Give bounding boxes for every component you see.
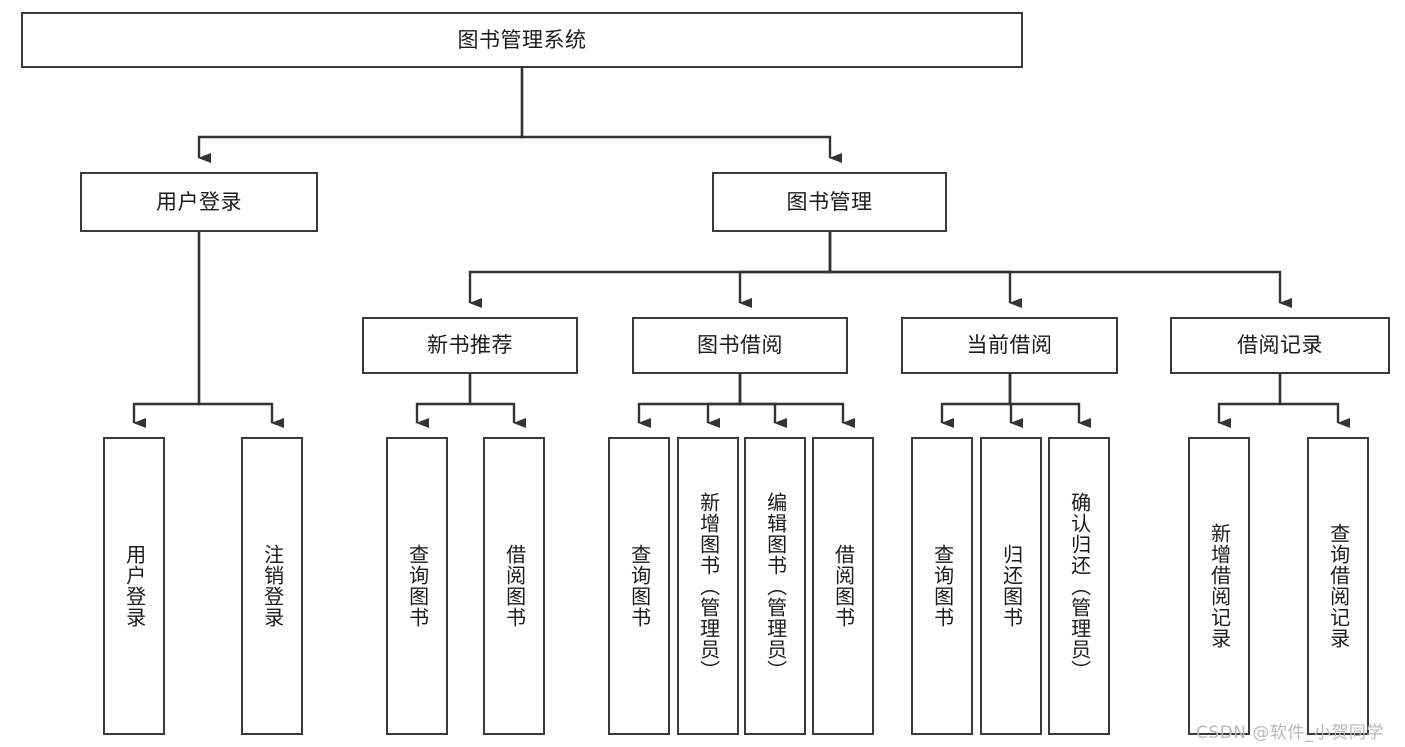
node-bookmgmt[interactable]: 图书管理: [712, 172, 947, 232]
node-leaf-borrow-3[interactable]: 编辑图书（管理员）: [744, 437, 806, 735]
node-label: 借阅图书: [831, 544, 856, 628]
connector-bookmgmt-to-borrow: [738, 232, 832, 308]
node-leaf-rec-2[interactable]: 查询借阅记录: [1307, 437, 1369, 735]
connector-borrow-to-leaf-borrow-3: [738, 374, 787, 428]
node-leaf-cur-2[interactable]: 归还图书: [980, 437, 1042, 735]
node-leaf-borrow-1[interactable]: 查询图书: [608, 437, 670, 735]
csdn-watermark: CSDN @软件_小贺同学: [1196, 723, 1384, 743]
node-label: 用户登录: [122, 544, 147, 628]
connector-records-to-leaf-rec-2: [1278, 374, 1350, 428]
node-root[interactable]: 图书管理系统: [21, 12, 1023, 68]
node-label: 图书借阅: [697, 333, 783, 358]
node-label: 新书推荐: [427, 333, 513, 358]
node-leaf-new-1[interactable]: 查询图书: [386, 437, 448, 735]
node-leaf-cur-1[interactable]: 查询图书: [911, 437, 973, 735]
node-leaf-login-2[interactable]: 注销登录: [241, 437, 303, 735]
connector-borrow-to-leaf-borrow-2: [706, 374, 742, 428]
connector-bookmgmt-to-current: [828, 232, 1022, 308]
node-label: 确认归还（管理员）: [1067, 491, 1092, 681]
connector-borrow-to-leaf-borrow-1: [637, 374, 742, 428]
node-label: 注销登录: [260, 544, 285, 628]
node-leaf-login-1[interactable]: 用户登录: [103, 437, 165, 735]
connector-root-to-login: [197, 68, 524, 163]
node-label: 归还图书: [999, 544, 1024, 628]
node-label: 查询借阅记录: [1326, 523, 1351, 649]
node-records[interactable]: 借阅记录: [1170, 317, 1390, 374]
node-label: 查询图书: [627, 544, 652, 628]
node-leaf-new-2[interactable]: 借阅图书: [483, 437, 545, 735]
node-label: 查询图书: [405, 544, 430, 628]
node-label: 编辑图书（管理员）: [763, 491, 788, 681]
node-label: 借阅记录: [1237, 333, 1323, 358]
connector-borrow-to-leaf-borrow-4: [738, 374, 855, 428]
node-newbook[interactable]: 新书推荐: [362, 317, 578, 374]
node-label: 当前借阅: [966, 333, 1053, 358]
node-current[interactable]: 当前借阅: [901, 317, 1118, 374]
connector-login-to-leaf-login-2: [197, 232, 284, 428]
node-label: 新增图书（管理员）: [696, 491, 721, 681]
connector-root-to-bookmgmt: [520, 68, 842, 163]
node-leaf-cur-3[interactable]: 确认归还（管理员）: [1048, 437, 1110, 735]
connector-login-to-leaf-login-1: [132, 232, 201, 428]
connector-newbook-to-leaf-new-1: [415, 374, 472, 428]
node-leaf-borrow-2[interactable]: 新增图书（管理员）: [677, 437, 739, 735]
node-label: 用户登录: [156, 189, 242, 214]
node-label: 图书管理系统: [457, 27, 587, 52]
connector-current-to-leaf-cur-1: [940, 374, 1012, 428]
node-leaf-rec-1[interactable]: 新增借阅记录: [1188, 437, 1250, 735]
connector-bookmgmt-to-newbook: [468, 232, 832, 308]
node-borrow[interactable]: 图书借阅: [632, 317, 848, 374]
node-label: 借阅图书: [502, 544, 527, 628]
connector-bookmgmt-to-records: [828, 232, 1292, 308]
node-login[interactable]: 用户登录: [80, 172, 318, 232]
connector-records-to-leaf-rec-1: [1217, 374, 1282, 428]
node-label: 新增借阅记录: [1207, 523, 1232, 649]
node-label: 查询图书: [930, 544, 955, 628]
connector-current-to-leaf-cur-2: [1008, 374, 1023, 428]
node-label: 图书管理: [786, 189, 873, 214]
connector-current-to-leaf-cur-3: [1008, 374, 1091, 428]
node-leaf-borrow-4[interactable]: 借阅图书: [812, 437, 874, 735]
connector-newbook-to-leaf-new-2: [468, 374, 526, 428]
